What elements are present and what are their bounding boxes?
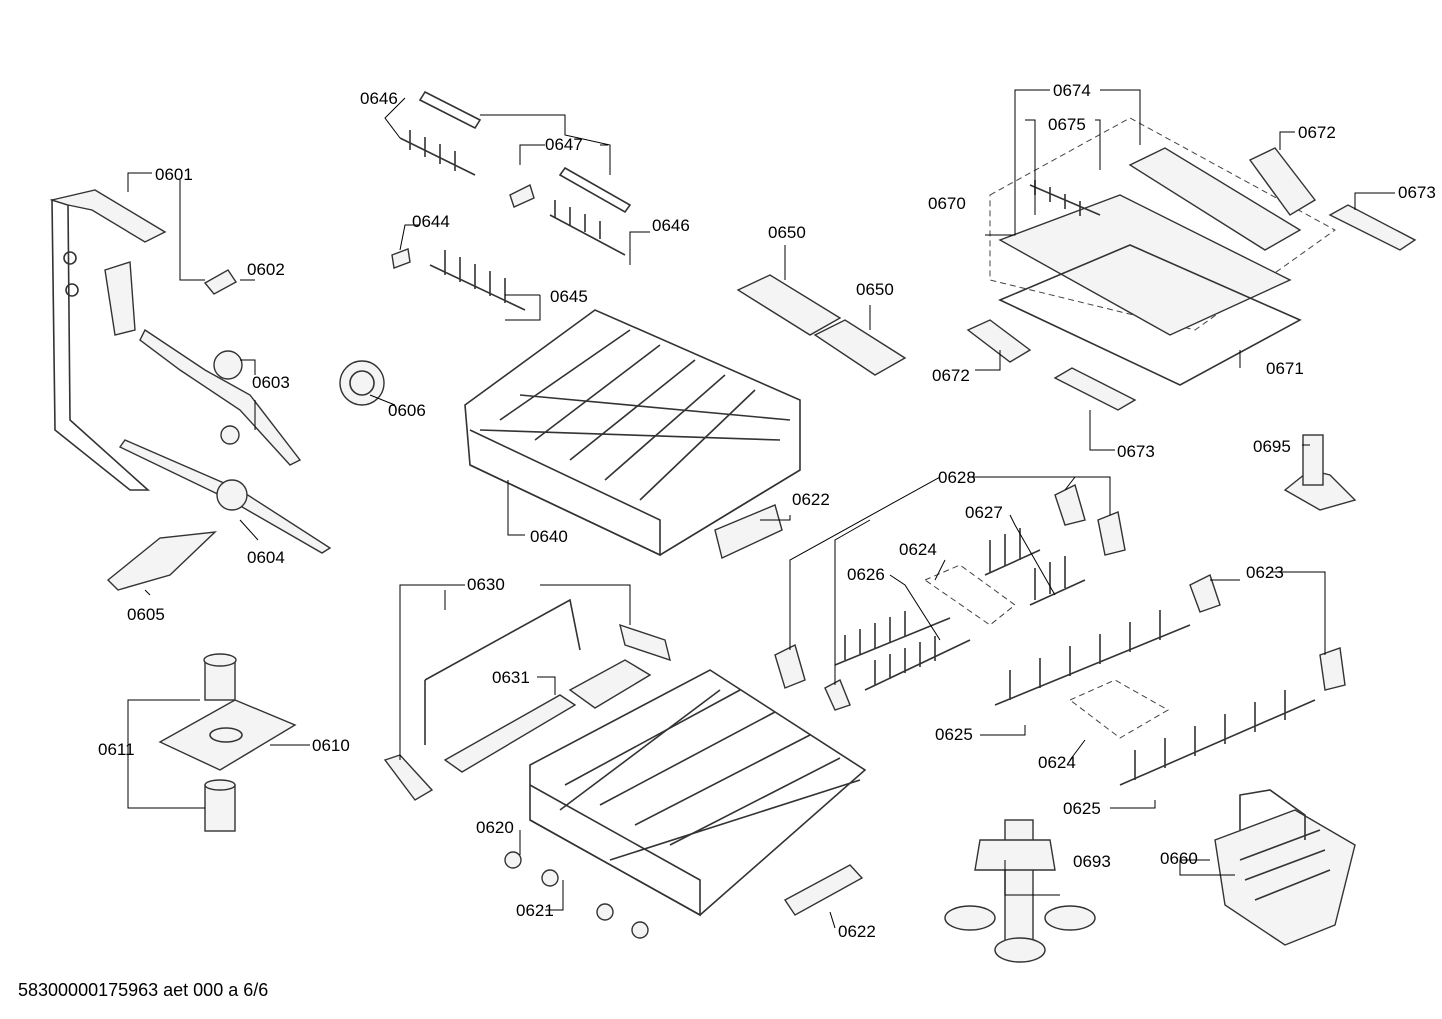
cutlery-tray-drawing [966, 117, 1417, 511]
callout-0671: 0671 [1266, 359, 1304, 378]
callout-0672-top: 0672 [1298, 123, 1336, 142]
callout-0650-left: 0650 [768, 223, 806, 242]
callout-0626: 0626 [847, 565, 885, 584]
callout-0675: 0675 [1048, 115, 1086, 134]
rack-inserts-0650-drawing [736, 274, 907, 376]
callout-0602: 0602 [247, 260, 285, 279]
callout-0627: 0627 [965, 503, 1003, 522]
callout-0620: 0620 [476, 818, 514, 837]
upper-basket-drawing [464, 309, 801, 559]
callout-0601: 0601 [155, 165, 193, 184]
callout-0673-bottom: 0673 [1117, 442, 1155, 461]
cutlery-basket-drawing [1214, 789, 1356, 946]
callout-0646-top: 0646 [360, 89, 398, 108]
callout-0695: 0695 [1253, 437, 1291, 456]
callout-0646-mid: 0646 [652, 216, 690, 235]
filter-assembly-drawing [158, 653, 297, 832]
callout-0647: 0647 [545, 135, 583, 154]
callout-0640: 0640 [530, 527, 568, 546]
callout-0604: 0604 [247, 548, 285, 567]
leader-lines [127, 89, 1395, 929]
callout-0670: 0670 [928, 194, 966, 213]
upper-spray-arm-drawing [104, 261, 302, 466]
callout-0631: 0631 [492, 668, 530, 687]
callout-0603: 0603 [252, 373, 290, 392]
tine-rows-drawing [774, 483, 1346, 786]
callout-0624-bottom: 0624 [1038, 753, 1076, 772]
callout-0623: 0623 [1246, 563, 1284, 582]
callout-0606: 0606 [388, 401, 426, 420]
lower-spray-arm-drawing [106, 439, 332, 591]
callout-0630: 0630 [467, 575, 505, 594]
callout-0610: 0610 [312, 736, 350, 755]
callout-0605: 0605 [127, 605, 165, 624]
callout-0624-top: 0624 [899, 540, 937, 559]
callout-0673-top: 0673 [1398, 183, 1436, 202]
callout-0625-top: 0625 [935, 725, 973, 744]
callout-0672-bottom: 0672 [932, 366, 970, 385]
holder-0693-drawing [944, 819, 1096, 963]
callout-0628: 0628 [938, 468, 976, 487]
callout-0611: 0611 [98, 740, 135, 759]
spray-supply-pipe-drawing [49, 189, 167, 491]
callout-0674: 0674 [1053, 81, 1091, 100]
callout-0650-right: 0650 [856, 280, 894, 299]
callout-0660: 0660 [1160, 849, 1198, 868]
spray-nozzle-disc-drawing [339, 360, 385, 406]
callout-0645: 0645 [550, 287, 588, 306]
callout-0622-top: 0622 [792, 490, 830, 509]
callout-0644: 0644 [412, 212, 450, 231]
callout-labels: 0601 0602 0603 0604 0605 0606 0611 0610 … [98, 81, 1436, 941]
callout-0625-bottom: 0625 [1063, 799, 1101, 818]
callout-0693: 0693 [1073, 852, 1111, 871]
cup-rack-drawings [391, 90, 632, 311]
lower-basket-drawing [383, 598, 867, 939]
document-footer-code: 58300000175963 aet 000 a 6/6 [18, 980, 269, 1000]
callout-0622-bottom: 0622 [838, 922, 876, 941]
callout-0621: 0621 [516, 901, 554, 920]
